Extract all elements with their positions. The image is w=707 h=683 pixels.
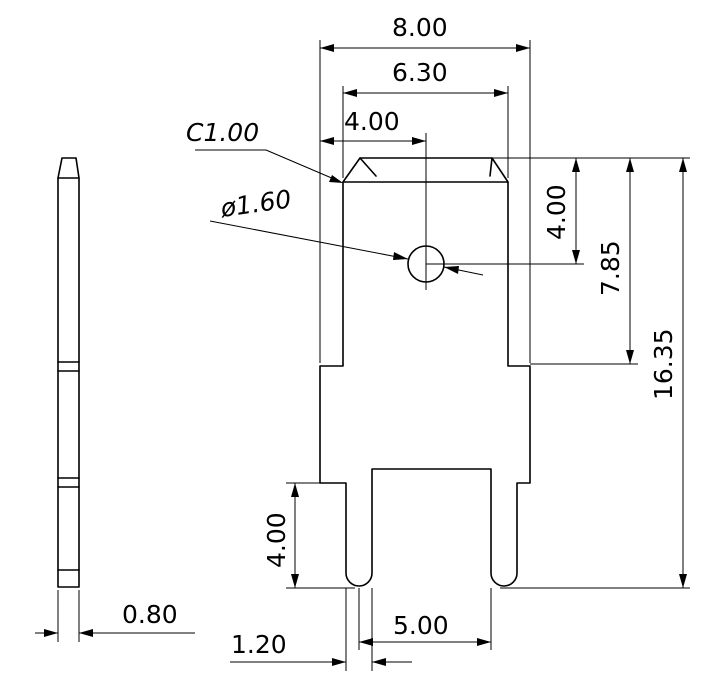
chamfer-inner-line — [359, 157, 377, 177]
leader-line — [209, 220, 409, 260]
arrowhead — [572, 158, 580, 172]
dim-hole-depth: 4.00 — [426, 157, 690, 265]
arrowhead — [79, 629, 93, 637]
arrowhead — [626, 158, 634, 172]
arrowhead — [393, 252, 408, 260]
arrowhead — [320, 137, 334, 145]
dimension-label-hole-depth: 4.00 — [542, 184, 571, 240]
dimension-label-pin-width: 1.20 — [231, 630, 287, 659]
dimension-label-total-length: 16.35 — [649, 328, 678, 400]
dimension-label-blade-length: 7.85 — [596, 240, 625, 296]
leader-line — [265, 149, 342, 183]
dim-pin-spacing: 5.00 — [358, 588, 492, 650]
dim-thickness: 0.80 — [35, 590, 195, 642]
arrowhead — [329, 175, 343, 183]
arrowhead — [444, 266, 459, 274]
dim-pin-width: 1.20 — [230, 588, 412, 671]
dimension-label-pin-spacing: 5.00 — [393, 611, 449, 640]
terminal-outline — [319, 157, 531, 587]
dim-blade-length: 7.85 — [530, 158, 638, 365]
arrowhead — [572, 250, 580, 264]
chamfer-inner-line — [489, 157, 493, 177]
arrowhead — [291, 574, 299, 588]
front-view — [319, 133, 531, 587]
dimension-label-chamfer: C1.00 — [186, 118, 259, 147]
arrowhead — [291, 483, 299, 497]
arrowhead — [359, 638, 373, 646]
arrowhead — [44, 629, 58, 637]
dimension-label-pin-length: 4.00 — [262, 512, 291, 568]
side-view — [57, 157, 80, 588]
dim-pin-length: 4.00 — [262, 482, 355, 589]
dim-chamfer: C1.00 — [186, 118, 343, 183]
dim-blade-width: 6.30 — [342, 58, 509, 178]
arrowhead — [372, 658, 386, 666]
arrowhead — [320, 44, 334, 52]
dim-hole-offset: 4.00 — [320, 107, 426, 145]
dim-hole-diameter: ø1.60 — [209, 184, 484, 276]
arrowhead — [332, 658, 346, 666]
arrowhead — [679, 158, 687, 172]
dimension-label-hole-diameter: ø1.60 — [218, 184, 293, 223]
dimension-label-hole-offset: 4.00 — [344, 107, 400, 136]
arrowhead — [494, 89, 508, 97]
arrowhead — [626, 350, 634, 364]
dimension-label-thickness: 0.80 — [122, 600, 178, 629]
arrowhead — [477, 638, 491, 646]
arrowhead — [516, 44, 530, 52]
arrowhead — [412, 137, 426, 145]
dim-overall-width: 8.00 — [319, 13, 531, 363]
dimension-label-blade-width: 6.30 — [392, 58, 448, 87]
side-view-profile — [57, 157, 80, 588]
dim-total-length: 16.35 — [500, 158, 690, 589]
arrowhead — [679, 574, 687, 588]
arrowhead — [343, 89, 357, 97]
dimension-label-overall-width: 8.00 — [392, 13, 448, 42]
